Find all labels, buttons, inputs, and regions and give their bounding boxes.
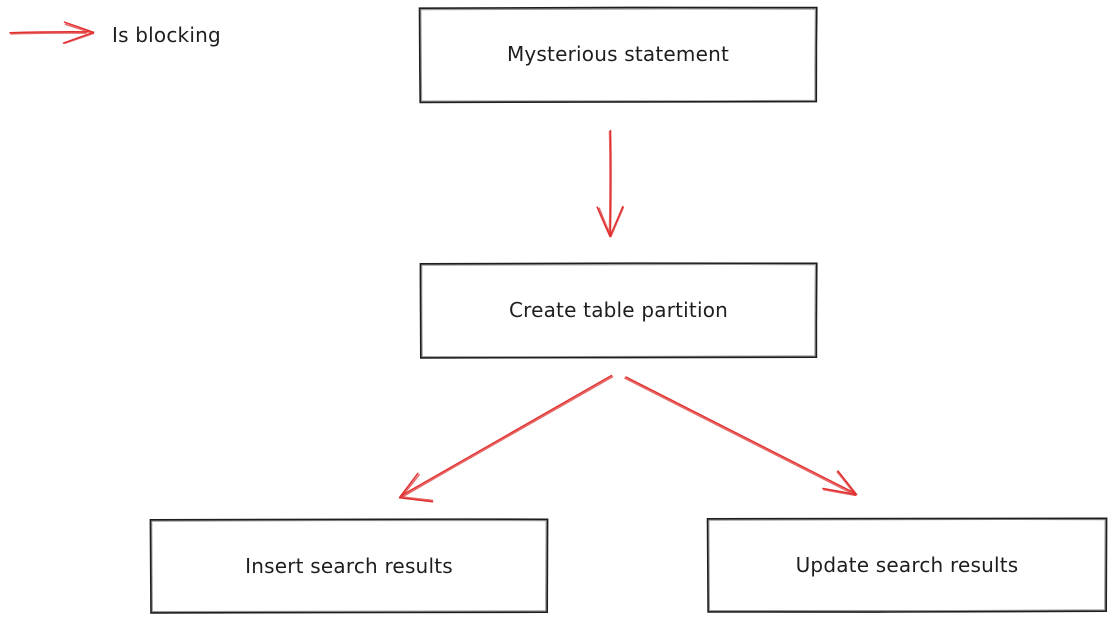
node-box-insert-search-results xyxy=(149,518,549,614)
edge-create-to-insert-arrow xyxy=(398,374,614,503)
node-insert-search-results: Insert search results xyxy=(245,553,453,578)
node-create-table-partition: Create table partition xyxy=(508,298,729,322)
node-box-mysterious-statement xyxy=(418,6,818,104)
node-mysterious-statement: Mysterious statement xyxy=(506,42,730,66)
edge-mysterious-to-create-arrow xyxy=(596,129,625,238)
node-box-update-search-results xyxy=(706,517,1108,613)
node-update-search-results: Update search results xyxy=(795,552,1019,577)
is-blocking-arrow-icon xyxy=(9,21,95,45)
legend-label: Is blocking xyxy=(112,23,221,47)
edge-create-to-update-arrow xyxy=(624,376,858,497)
node-box-create-table-partition xyxy=(419,262,818,359)
